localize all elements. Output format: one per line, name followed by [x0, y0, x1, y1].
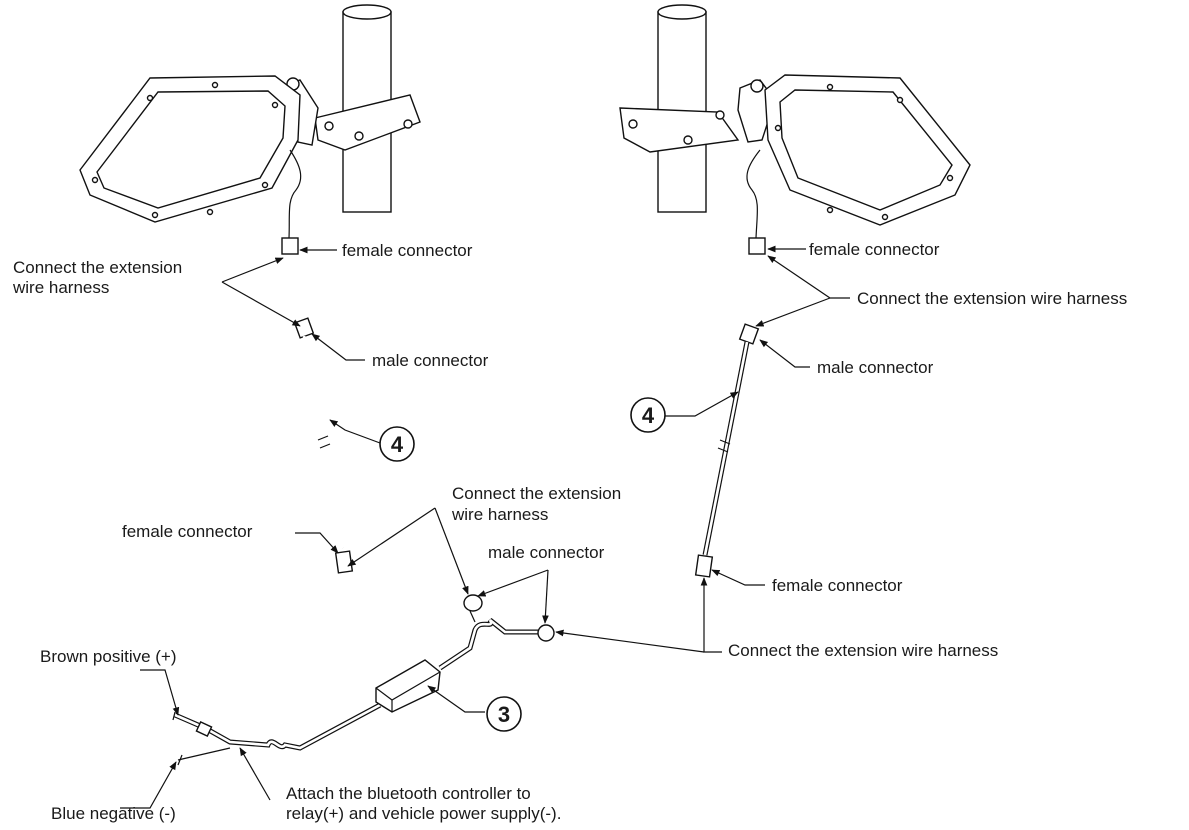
- svg-text:4: 4: [642, 403, 655, 428]
- right-callout-leader: [665, 391, 739, 417]
- callout-right-harness: 4: [630, 397, 666, 433]
- blue-negative-leader: [120, 761, 177, 809]
- label-center-connect-line2: wire harness: [451, 505, 548, 524]
- label-left-female-top: female connector: [342, 241, 473, 260]
- svg-text:3: 3: [498, 702, 510, 727]
- right-mount-clamp: [619, 79, 776, 153]
- right-mount-post: [657, 4, 707, 213]
- controller-callout-leader: [427, 685, 485, 713]
- left-connect-top-leader-a: [221, 257, 284, 283]
- center-male-leader-b: [542, 569, 549, 624]
- attach-leader: [239, 747, 271, 801]
- label-attach-line2: relay(+) and vehicle power supply(-).: [286, 804, 561, 823]
- label-right-female-bottom: female connector: [772, 576, 903, 595]
- center-connect-leader-b: [434, 507, 469, 595]
- center-male-leader-a: [477, 569, 549, 597]
- brown-positive-leader: [140, 669, 180, 716]
- left-callout-leader: [329, 419, 381, 444]
- label-left-male: male connector: [372, 351, 489, 370]
- label-left-female-bottom: female connector: [122, 522, 253, 541]
- right-connect-bottom-leader-b: [555, 629, 705, 653]
- right-connect-bottom-leader-a: [700, 577, 722, 653]
- label-center-connect-line1: Connect the extension: [452, 484, 621, 503]
- label-right-male: male connector: [817, 358, 934, 377]
- left-female-bottom-leader: [295, 532, 339, 554]
- left-extension-harness: [293, 317, 354, 574]
- left-connect-top-leader-b: [221, 281, 301, 327]
- left-lamp-cable: [281, 149, 302, 255]
- left-light-frame: [79, 75, 301, 223]
- right-male-leader: [759, 339, 810, 368]
- bluetooth-controller-box: [375, 659, 441, 713]
- left-male-leader: [311, 333, 365, 361]
- right-extension-harness: [694, 323, 760, 578]
- label-brown-positive: Brown positive (+): [40, 647, 177, 666]
- center-connect-leader-a: [347, 507, 436, 567]
- right-connect-top-leader-b: [755, 297, 831, 327]
- label-right-female-top: female connector: [809, 240, 940, 259]
- callout-left-harness: 4: [379, 426, 415, 462]
- svg-text:4: 4: [391, 432, 404, 457]
- callout-controller: 3: [486, 696, 522, 732]
- right-light-frame: [764, 74, 971, 226]
- label-center-male: male connector: [488, 543, 605, 562]
- label-right-connect-bottom: Connect the extension wire harness: [728, 641, 998, 660]
- label-left-connect-top-line2: wire harness: [12, 278, 109, 297]
- label-attach-line1: Attach the bluetooth controller to: [286, 784, 531, 803]
- label-right-connect-top: Connect the extension wire harness: [857, 289, 1127, 308]
- right-connect-top-leader-a: [767, 255, 850, 299]
- label-left-connect-top-line1: Connect the extension: [13, 258, 182, 277]
- main-wiring-harness: [172, 594, 555, 766]
- label-blue-negative: Blue negative (-): [51, 804, 176, 823]
- right-lamp-cable: [746, 149, 766, 255]
- right-female-bottom-leader: [711, 569, 765, 586]
